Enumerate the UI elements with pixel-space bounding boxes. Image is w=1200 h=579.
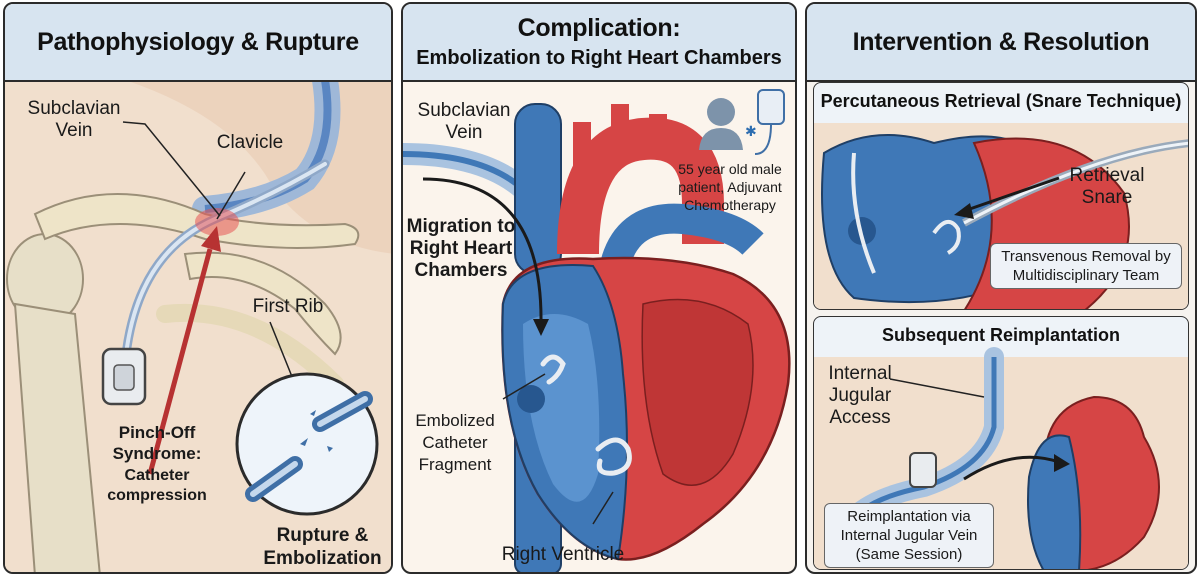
right-ventricle-label: Right Ventricle <box>501 544 625 565</box>
jugular-label: Internal Jugular Access <box>828 363 892 428</box>
panel3-title: Intervention & Resolution <box>852 27 1150 56</box>
subclavian-vein-label-2: Subclavian Vein <box>417 100 511 143</box>
removal-text: Transvenous Removal by Multidisciplinary… <box>1001 248 1171 284</box>
reimplantation-title: Subsequent Reimplantation <box>881 325 1121 345</box>
reimplantation-subpanel: Subsequent Reimplantation Internal Jugul… <box>813 316 1189 570</box>
panel-intervention: Intervention & Resolution Percutaneous R… <box>805 2 1197 574</box>
removal-callout: Transvenous Removal by Multidisciplinary… <box>990 243 1182 289</box>
retrieval-subpanel: Percutaneous Retrieval (Snare Technique)… <box>813 82 1189 310</box>
retrieval-title: Percutaneous Retrieval (Snare Technique) <box>820 91 1182 111</box>
panel1-header: Pathophysiology & Rupture <box>5 4 391 82</box>
panel2-header: Complication: Embolization to Right Hear… <box>403 4 795 82</box>
patient-info: 55 year old male patient, Adjuvant Chemo… <box>678 161 782 213</box>
pinch-off-desc: Catheter compression <box>107 467 207 504</box>
panel1-title: Pathophysiology & Rupture <box>37 27 359 56</box>
reimplantation-text: Reimplantation via Internal Jugular Vein… <box>840 508 978 563</box>
panel3-header: Intervention & Resolution <box>807 4 1195 82</box>
panel2-title: Complication: <box>517 14 681 42</box>
migration-label: Migration to Right Heart Chambers <box>406 216 516 281</box>
panel2-subtitle: Embolization to Right Heart Chambers <box>416 47 782 69</box>
fragment-label: Embolized Catheter Fragment <box>415 411 495 474</box>
first-rib-label: First Rib <box>252 296 324 317</box>
reimplantation-callout: Reimplantation via Internal Jugular Vein… <box>824 503 994 568</box>
subclavian-vein-label: Subclavian Vein <box>27 98 121 141</box>
panel-pathophysiology: Pathophysiology & Rupture Subclavian Vei… <box>3 2 393 574</box>
svg-text:✱: ✱ <box>745 124 757 140</box>
clavicle-label: Clavicle <box>216 132 284 153</box>
rupture-label: Rupture & Embolization <box>263 525 382 569</box>
snare-label: Retrieval Snare <box>1069 165 1145 208</box>
pinch-off-title: Pinch-Off Syndrome: <box>112 423 202 463</box>
shoulder-illustration <box>5 67 391 572</box>
panel-complication: ✱ Complication: Embolization to Right He… <box>401 2 797 574</box>
heart-illustration: ✱ <box>403 89 791 572</box>
